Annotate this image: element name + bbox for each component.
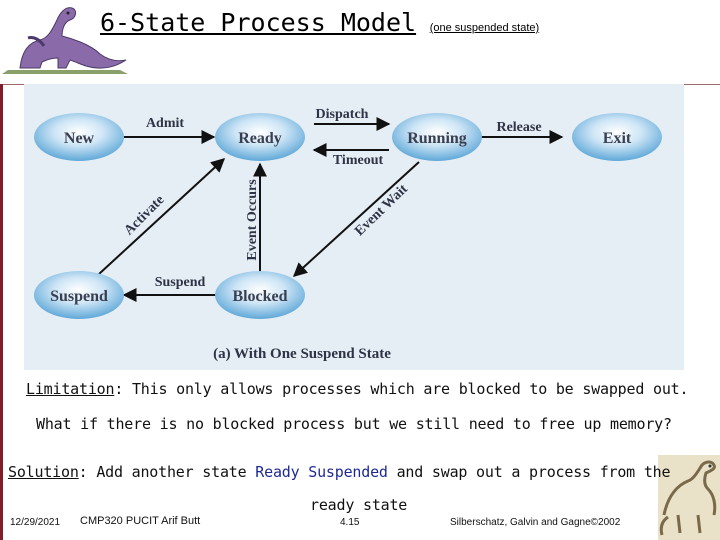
state-ready-label: Ready bbox=[238, 130, 282, 147]
transition-event-occurs-label: Event Occurs bbox=[245, 179, 260, 261]
transition-admit-label: Admit bbox=[146, 116, 184, 131]
state-blocked-label: Blocked bbox=[232, 288, 287, 305]
ready-suspended-highlight: Ready Suspended bbox=[255, 463, 387, 481]
title-note: (one suspended state) bbox=[430, 22, 539, 34]
state-exit-label: Exit bbox=[603, 130, 632, 147]
transition-timeout-label: Timeout bbox=[333, 153, 384, 168]
state-new-label: New bbox=[64, 130, 95, 147]
solution-text-post: and swap out a process from the bbox=[388, 463, 671, 481]
footer-course: CMP320 PUCIT Arif Butt bbox=[80, 515, 200, 527]
solution-label: Solution bbox=[8, 463, 79, 481]
process-state-diagram: New Ready Running Exit Suspend Blocked A… bbox=[24, 84, 684, 370]
diagram-caption: (a) With One Suspend State bbox=[213, 346, 391, 362]
arrow-event-wait bbox=[294, 162, 419, 276]
solution-line-2: ready state bbox=[310, 496, 407, 514]
footer-date: 12/29/2021 bbox=[10, 517, 60, 528]
slide-title: 6-State Process Model (one suspended sta… bbox=[100, 8, 539, 37]
state-running-label: Running bbox=[407, 130, 467, 147]
footer-credit: Silberschatz, Galvin and Gagne©2002 bbox=[450, 517, 620, 528]
question-line: What if there is no blocked process but … bbox=[36, 415, 672, 433]
state-diagram-svg: New Ready Running Exit Suspend Blocked A… bbox=[24, 84, 684, 370]
transition-release-label: Release bbox=[496, 120, 541, 135]
state-suspend-label: Suspend bbox=[50, 288, 108, 305]
transition-dispatch-label: Dispatch bbox=[316, 107, 369, 122]
transition-suspend-label: Suspend bbox=[155, 275, 206, 290]
limitation-line: Limitation: This only allows processes w… bbox=[26, 380, 688, 398]
footer-page-number: 4.15 bbox=[340, 517, 359, 528]
transition-event-wait-label: Event Wait bbox=[352, 182, 411, 240]
limitation-text: : This only allows processes which are b… bbox=[114, 380, 688, 398]
left-accent-bar bbox=[0, 84, 3, 540]
limitation-label: Limitation bbox=[26, 380, 114, 398]
arrow-activate bbox=[99, 159, 224, 274]
title-text: 6-State Process Model bbox=[100, 8, 416, 37]
solution-line: Solution: Add another state Ready Suspen… bbox=[8, 463, 670, 481]
solution-text-pre: : Add another state bbox=[79, 463, 256, 481]
